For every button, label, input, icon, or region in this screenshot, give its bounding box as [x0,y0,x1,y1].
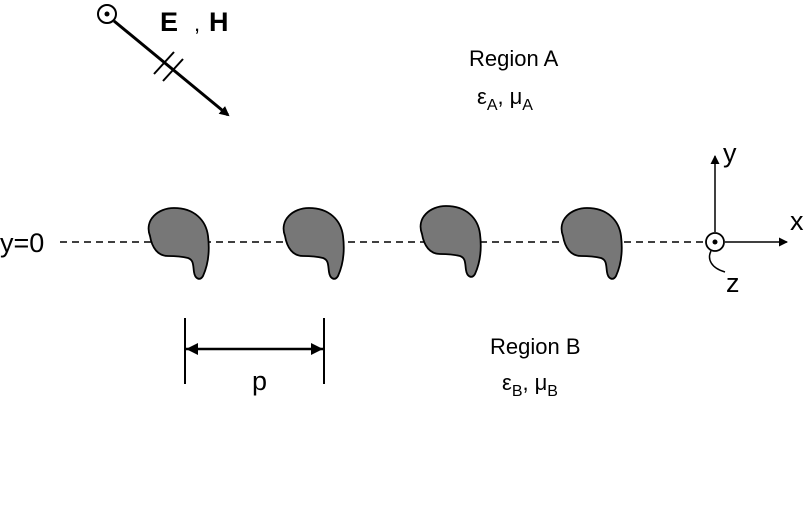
region-b-label: Region B [490,334,581,359]
period-arrow-left-head [186,343,198,355]
field-h-label: H [209,7,229,37]
field-e-label: E [160,7,178,37]
scatterer-3 [419,205,482,278]
interface-label: y=0 [0,228,44,258]
period-dimension [184,318,325,384]
field-separator: , [194,11,200,36]
wavefront-tick-1 [153,51,175,75]
x-axis-label: x [790,206,804,236]
scatterer-2 [282,207,345,280]
incident-direction-arrow [113,19,230,117]
period-arrow-right-head [311,343,323,355]
wavefront-tick-2 [162,58,184,82]
z-axis-dot-center [712,239,718,245]
period-label: p [252,366,267,396]
out-of-plane-dot-center [104,11,110,17]
z-axis-pointer [708,250,726,273]
scatterer-1 [147,207,210,280]
coordinate-axes [705,155,788,273]
incident-wave [97,4,230,117]
region-a-label: Region A [469,46,559,71]
region-a-permittivity: εA,μA [477,84,533,114]
y-axis-label: y [723,138,737,168]
scatterer-array [147,205,623,280]
scatterer-4 [560,207,623,280]
region-b-permittivity: εB,μB [502,370,558,400]
z-axis-label: z [726,268,740,298]
